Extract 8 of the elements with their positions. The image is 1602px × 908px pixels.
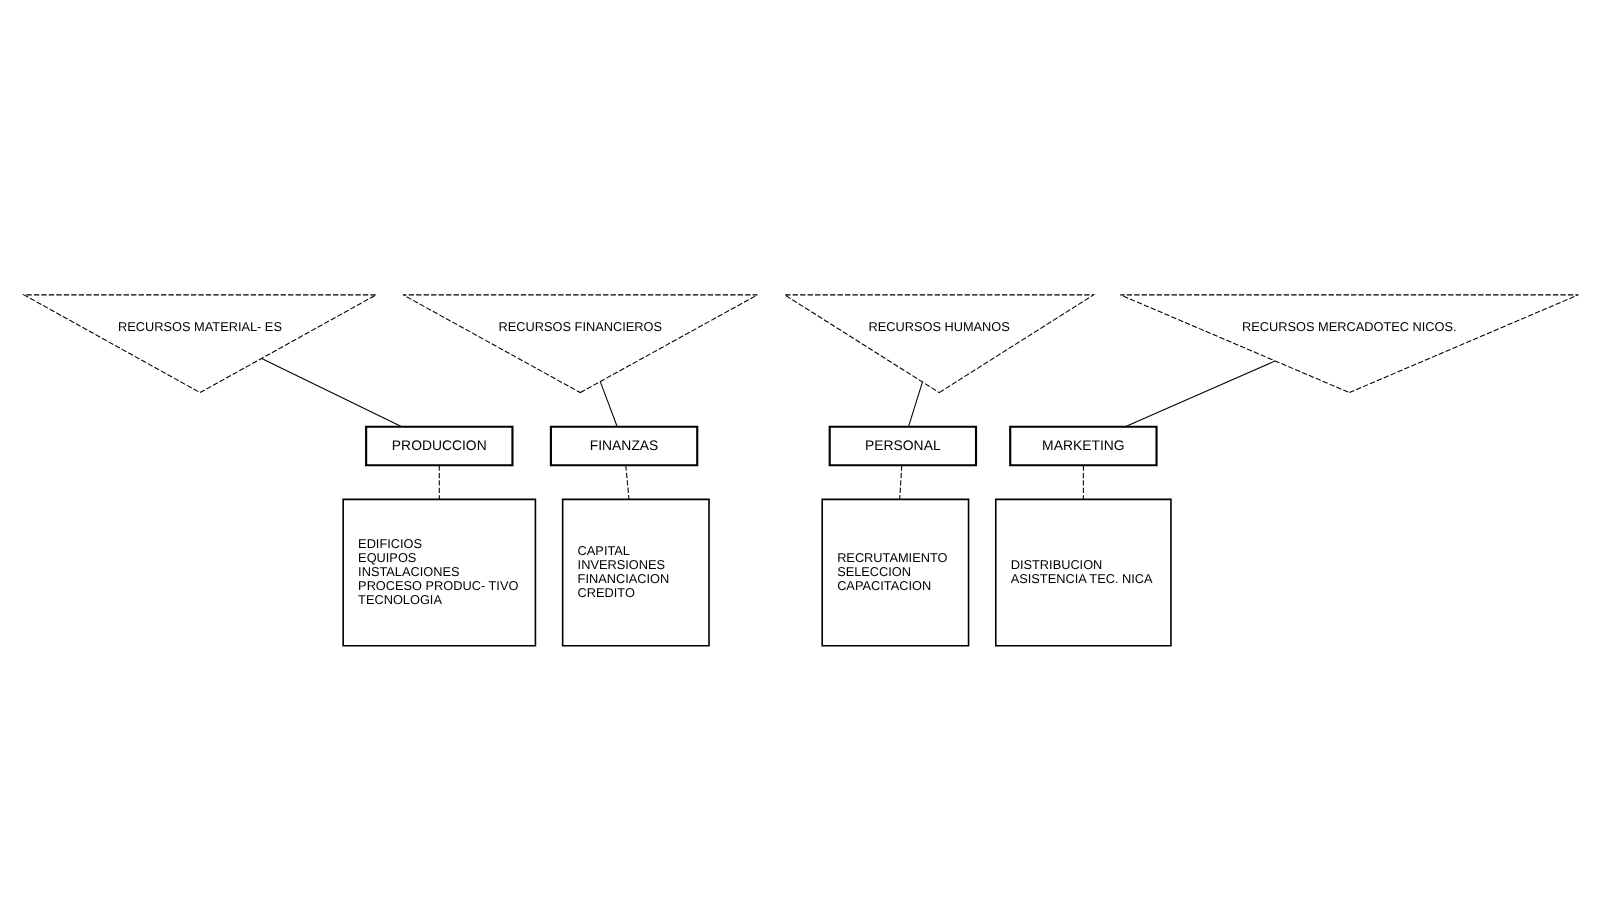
connector (438, 464, 440, 500)
connector (908, 381, 923, 428)
connector (1124, 360, 1276, 428)
connector (261, 357, 403, 428)
connector (599, 381, 618, 428)
connector (625, 464, 630, 500)
connector (1082, 464, 1084, 500)
connector (899, 464, 903, 500)
